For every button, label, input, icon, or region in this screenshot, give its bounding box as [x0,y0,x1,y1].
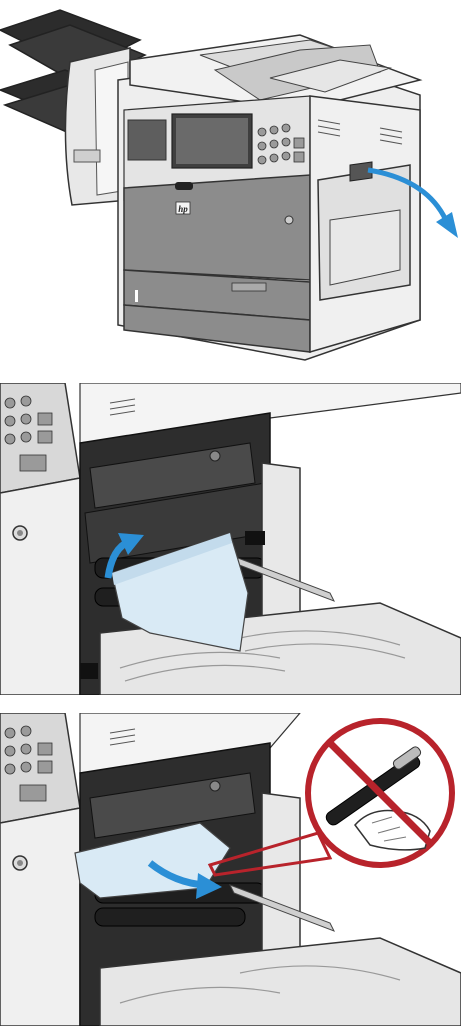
do-not-touch-roller-warning [308,721,452,865]
jam-removal-illustration [0,383,461,695]
hp-logo-text: hp [178,204,188,214]
power-button-icon [285,216,293,224]
step-1-open-right-door: hp [0,0,461,365]
paper-pull-illustration [0,713,461,1026]
control-panel-edge [0,383,80,493]
step-2-remove-jammed-paper [0,383,461,695]
printer-overview-illustration: hp [0,0,461,365]
arrow-head-icon [436,212,458,238]
step-3-pull-paper-out [0,713,461,1026]
printer-body: hp [118,35,420,360]
